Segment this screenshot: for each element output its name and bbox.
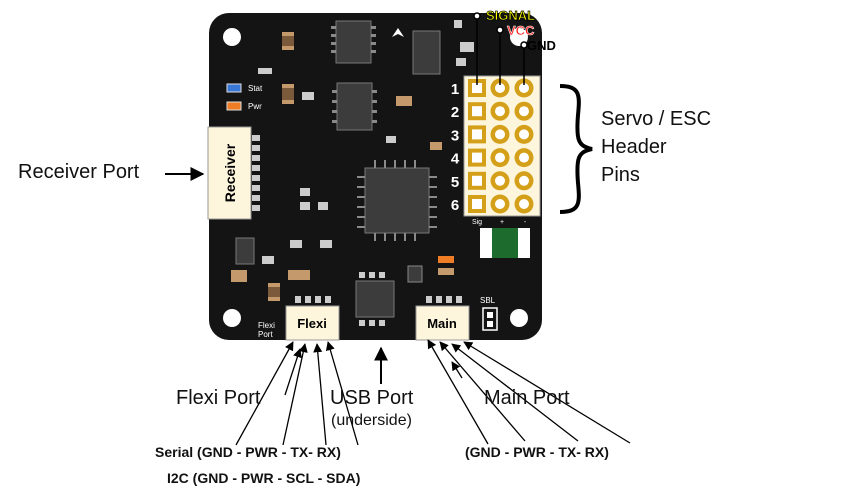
stat-label: Stat <box>248 84 263 93</box>
header-col-minus: - <box>524 219 527 226</box>
pin-hole <box>495 175 505 186</box>
servo-header-label-1: Servo / ESC <box>601 108 712 130</box>
servo-brace <box>559 84 593 214</box>
main-pinout-label: (GND - PWR - TX- RX) <box>465 444 609 460</box>
pwr-label: Pwr <box>248 102 262 111</box>
usb-port-label: USB Port <box>330 387 414 409</box>
signal-pin-hole <box>472 106 482 117</box>
sbl-jumper <box>482 307 498 331</box>
chip-pins <box>331 26 437 241</box>
signal-pin-hole <box>472 83 482 93</box>
header-row-number: 3 <box>451 127 459 144</box>
pin-hole <box>495 152 505 163</box>
main-port-label: Main Port <box>484 387 570 409</box>
main-connector-pins <box>426 296 462 303</box>
flexi-port-label: Flexi Port <box>176 387 261 409</box>
flexi-connector-label: Flexi <box>297 316 327 331</box>
mounting-holes <box>223 28 528 327</box>
header-row-number: 1 <box>451 81 459 98</box>
servo-header-label-2: Header <box>601 136 667 158</box>
signal-pin-hole <box>472 175 482 186</box>
flexi-connector <box>285 305 340 341</box>
usb-pads <box>359 272 385 326</box>
servo-header-pins <box>468 78 534 214</box>
main-connector-label: Main <box>427 316 457 331</box>
pin-hole <box>519 129 529 140</box>
header-col-plus: + <box>500 219 504 226</box>
pin-hole <box>495 129 505 140</box>
power-led <box>226 101 242 111</box>
header-legend-leaders <box>473 12 528 85</box>
main-connector <box>415 305 470 341</box>
pin-hole <box>495 83 505 93</box>
flexi-port-small-label-2: Port <box>258 330 273 339</box>
receiver-connector-label: Receiver <box>222 143 238 202</box>
header-row-number: 6 <box>451 197 459 214</box>
receiver-connector <box>207 126 252 220</box>
header-row-number: 2 <box>451 104 459 121</box>
header-row-number: 4 <box>451 151 460 168</box>
signal-label: SIGNAL <box>486 8 535 23</box>
orientation-arrow-icon <box>392 28 404 37</box>
pin-hole <box>519 199 529 209</box>
header-col-sig: Sig <box>472 219 482 226</box>
status-led <box>226 83 242 93</box>
servo-header-label-3: Pins <box>601 164 640 186</box>
pin-hole <box>495 199 505 209</box>
servo-header <box>463 75 541 217</box>
pin-hole <box>519 106 529 117</box>
pin-hole <box>495 106 505 117</box>
signal-pin-hole <box>472 152 482 163</box>
pin-hole <box>519 175 529 186</box>
servo-header-row-numbers: 1 2 3 4 5 6 <box>451 81 460 214</box>
receiver-port-label: Receiver Port <box>18 161 140 183</box>
header-row-number: 5 <box>451 174 459 191</box>
sbl-pad <box>487 321 493 327</box>
i2c-pinout-label: I2C (GND - PWR - SCL - SDA) <box>167 470 361 486</box>
pin-hole <box>519 83 529 93</box>
receiver-connector-pins <box>252 135 260 211</box>
signal-pin-hole <box>472 129 482 140</box>
flexi-port-small-label-1: Flexi <box>258 321 275 330</box>
callout-arrows <box>165 167 631 446</box>
serial-pinout-label: Serial (GND - PWR - TX- RX) <box>155 444 341 460</box>
sbl-label: SBL <box>480 296 496 305</box>
flexi-connector-pins <box>295 296 331 303</box>
gnd-label: GND <box>527 38 556 53</box>
pin-hole <box>519 152 529 163</box>
sbl-pad <box>487 312 493 318</box>
capacitors <box>231 20 474 301</box>
ic-chips <box>235 20 441 318</box>
usb-note-label: (underside) <box>331 412 412 429</box>
signal-pin-hole <box>472 199 482 209</box>
green-component <box>480 228 530 258</box>
vcc-label: VCC <box>507 23 535 38</box>
